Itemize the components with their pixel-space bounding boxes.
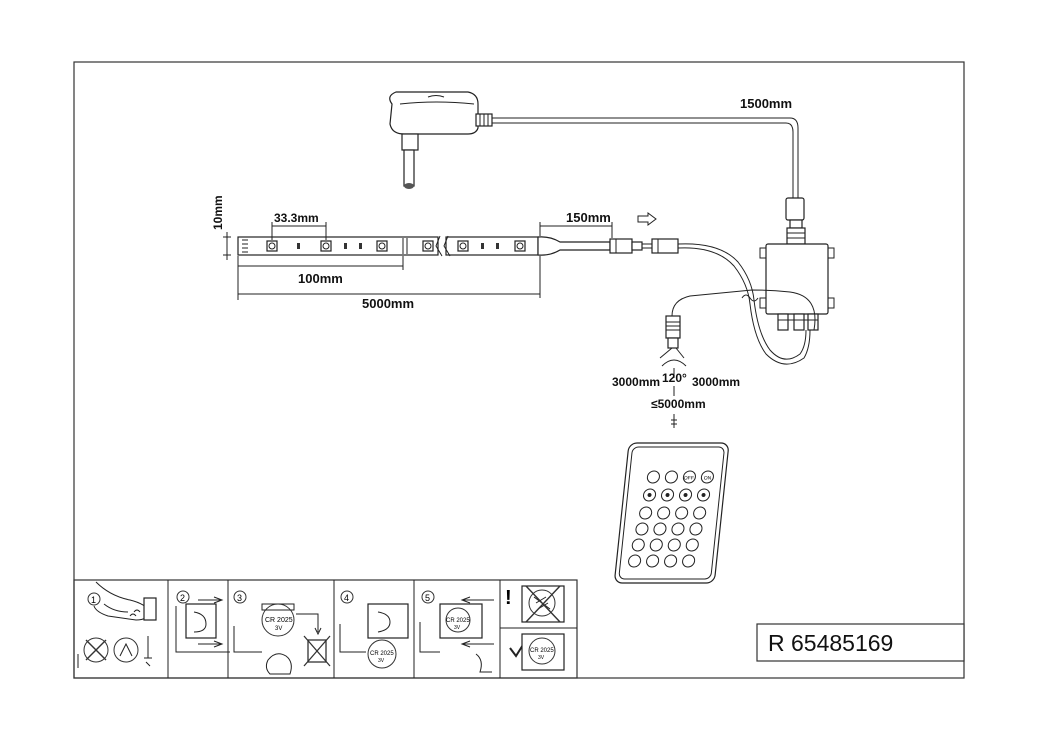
product-code: R 65485169 xyxy=(768,630,893,656)
product-code-box xyxy=(756,623,965,662)
svg-text:4: 4 xyxy=(344,593,349,603)
strip-total-label: 5000mm xyxy=(362,296,414,311)
step-5-illustration: CR 2025 3V xyxy=(419,596,494,673)
svg-text:2: 2 xyxy=(180,593,185,603)
remote-off-key: OFF xyxy=(683,476,694,482)
sensor-left-range: 3000mm xyxy=(612,375,660,389)
step-4-battery-voltage: 3V xyxy=(378,658,385,664)
svg-text:5: 5 xyxy=(425,593,430,603)
svg-text:3: 3 xyxy=(237,593,242,603)
step-4-marker: 4 xyxy=(340,590,354,604)
step-5-marker: 5 xyxy=(421,590,435,604)
adapter-cable-length: 1500mm xyxy=(740,96,792,111)
strip-lead-label: 150mm xyxy=(566,210,611,225)
remote-on-key: ON xyxy=(703,476,711,482)
step-2-marker: 2 xyxy=(176,590,190,604)
check-battery-type: CR 2025 xyxy=(530,648,554,654)
step-3-battery-voltage: 3V xyxy=(275,626,282,632)
sensor-max-range: ≤5000mm xyxy=(651,397,706,411)
segment-length-label: 100mm xyxy=(298,271,343,286)
step-3-illustration: CR 2025 3V xyxy=(233,603,331,675)
battery-steps-panel xyxy=(73,579,578,679)
led-strip xyxy=(237,235,679,257)
check-battery-voltage: 3V xyxy=(538,655,545,661)
drawing-frame xyxy=(73,61,965,679)
step-1-illustration xyxy=(77,581,157,668)
step-4-illustration: CR 2025 3V xyxy=(339,603,409,669)
step-1-marker: 1 xyxy=(87,592,101,606)
step-4-battery-type: CR 2025 xyxy=(370,651,394,657)
ir-sensor xyxy=(659,289,816,428)
step-3-battery-type: CR 2025 xyxy=(265,617,293,624)
step-2-illustration xyxy=(175,596,230,653)
power-adapter xyxy=(389,91,493,189)
battery-orientation-check: ! CR 2025 3V xyxy=(505,585,565,671)
step-3-marker: 3 xyxy=(233,590,247,604)
strip-height-label: 10mm xyxy=(211,195,225,230)
sensor-right-range: 3000mm xyxy=(692,375,740,389)
adapter-cable xyxy=(492,117,799,198)
dc-plug xyxy=(785,197,806,245)
step-5-battery-voltage: 3V xyxy=(454,625,461,631)
controller-box xyxy=(759,243,835,331)
sensor-angle: 120° xyxy=(662,371,687,385)
step-5-battery-type: CR 2025 xyxy=(446,618,470,624)
remote-control: OFF ON xyxy=(614,442,729,584)
strip-cable xyxy=(677,243,807,360)
strip-dimensions xyxy=(223,212,657,300)
svg-text:1: 1 xyxy=(91,595,96,605)
led-pitch-label: 33.3mm xyxy=(274,211,319,225)
warning-mark: ! xyxy=(505,587,512,609)
